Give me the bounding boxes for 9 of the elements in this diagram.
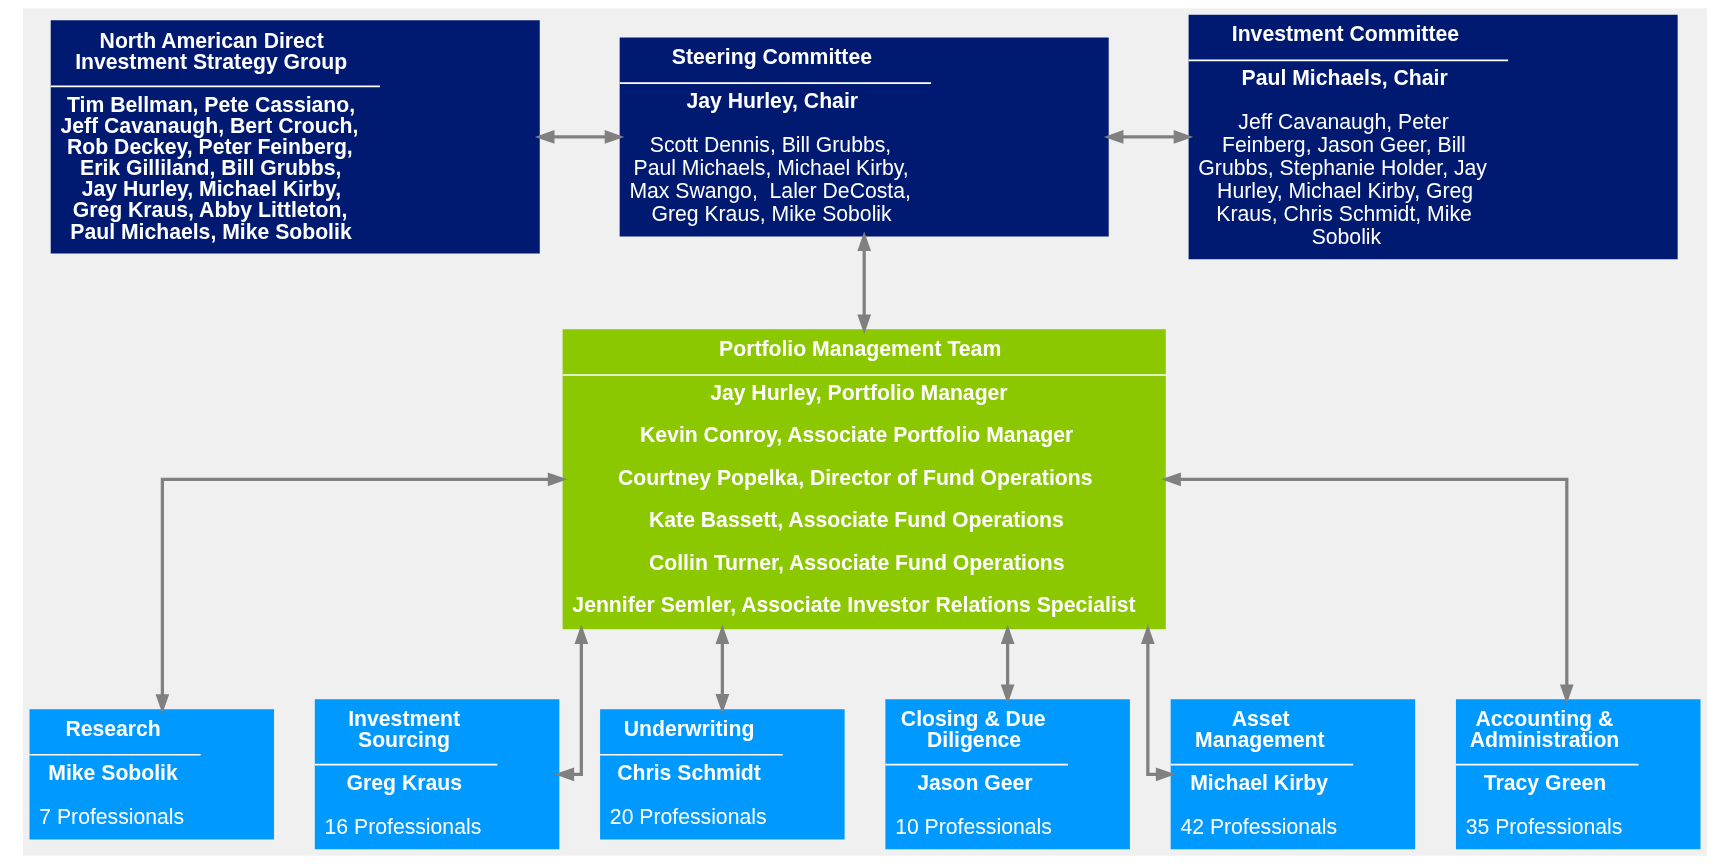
arrow xyxy=(1161,472,1574,705)
arrow xyxy=(155,472,568,714)
arrow xyxy=(554,624,589,782)
arrow xyxy=(1103,130,1194,144)
arrow xyxy=(1141,624,1176,782)
arrow xyxy=(715,624,730,714)
arrow xyxy=(1000,624,1015,705)
arrow xyxy=(534,130,625,144)
arrow xyxy=(857,231,872,335)
